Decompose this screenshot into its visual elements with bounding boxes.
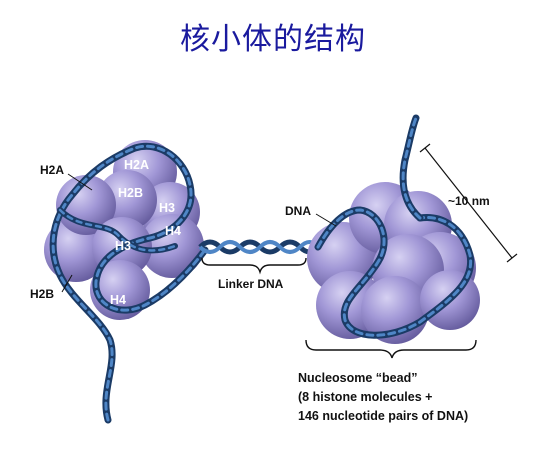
linker-brace <box>201 257 307 275</box>
caption-line1: Nucleosome “bead” <box>298 371 417 385</box>
label-dna: DNA <box>285 204 311 218</box>
label-scale: ~10 nm <box>448 194 490 208</box>
caption-line2: (8 histone molecules + <box>298 390 432 404</box>
right-histone-octamer <box>307 182 480 344</box>
label-h2a-inner: H2A <box>124 158 149 172</box>
bead-brace <box>305 339 477 359</box>
label-linker-dna: Linker DNA <box>218 277 284 291</box>
left-dna-wrap <box>49 142 209 424</box>
linker-dna <box>198 239 320 255</box>
label-h2b-inner: H2B <box>118 186 143 200</box>
label-h2a-outer: H2A <box>40 163 64 177</box>
caption-line3: 146 nucleotide pairs of DNA) <box>298 409 468 423</box>
page-title: 核小体的结构 <box>180 22 366 57</box>
h2a-leader <box>67 173 93 191</box>
label-h4-right: H4 <box>165 224 181 238</box>
label-h4-bottom: H4 <box>110 293 126 307</box>
scale-bar <box>419 143 518 263</box>
label-h3-center: H3 <box>115 239 131 253</box>
label-h3-right: H3 <box>159 201 175 215</box>
h2b-leader <box>61 274 73 293</box>
label-h2b-outer: H2B <box>30 287 54 301</box>
right-dna-wrap <box>314 114 475 339</box>
dna-leader <box>315 213 337 227</box>
